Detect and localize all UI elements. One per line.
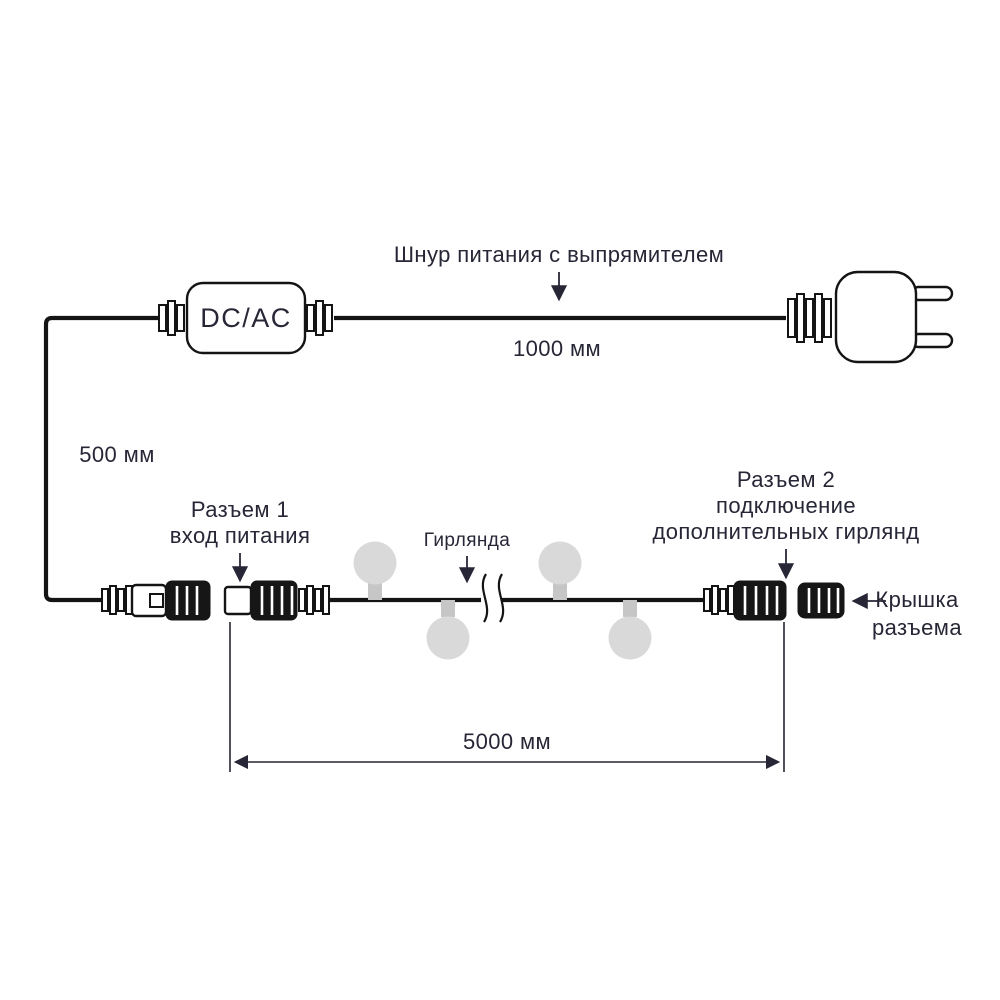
connector1-label-line1: Разъем 1 [191,497,289,522]
connector2-label-line3: дополнительных гирлянд [652,519,919,544]
dcac-box [185,281,307,355]
bulb [538,541,582,585]
connector-nut-ribs [743,586,779,615]
bulb-stem [553,583,567,600]
power-cord-label: Шнур питания с выпрямителем [394,242,724,267]
bulb-stem [623,600,637,617]
garland-string [329,541,704,660]
connector-nut-ribs [260,586,294,615]
plug-body [834,270,918,364]
garland-label: Гирлянда [424,530,511,551]
bulb-down [426,600,470,660]
cap-label-line2: разъема [872,615,962,640]
cable-gland-ribs [101,585,133,615]
connector-nut-ribs [175,586,199,615]
cable-gland-ribs [703,585,735,615]
bulb-up [538,541,582,600]
connector2-label-line1: Разъем 2 [737,467,835,492]
strain-relief-ribs [158,300,185,336]
connector-nut [733,580,787,621]
bulb [608,616,652,660]
bulb [353,541,397,585]
dcac-converter: DC/AC [158,281,333,355]
connector-nut [250,580,298,621]
power-cable-connector-half [101,580,211,621]
connector-1 [223,580,330,621]
bulb-down [608,600,652,660]
bulb-stem [441,600,455,617]
dcac-label: DC/AC [200,303,292,333]
break-symbol [481,573,505,623]
connector-pin [149,593,164,608]
cable-gland-ribs [298,585,330,615]
adapter-cable-length-label: 500 мм [79,442,154,467]
bulb-stem [368,583,382,600]
power-cord-length-label: 1000 мм [513,336,601,361]
strain-relief-ribs [306,300,333,336]
bulb [426,616,470,660]
plug-strain-relief-ribs [787,293,832,343]
connector-tip [223,585,253,616]
garland-length-label: 5000 мм [463,729,551,754]
connector-cap [797,582,845,619]
cap-label-line1: Крышка [875,587,959,612]
connector-2 [703,580,787,621]
adapter-cable-500mm [43,315,159,603]
bulb-up [353,541,397,600]
plug-pin [910,332,954,349]
cap-ribs [807,588,840,613]
eu-plug [787,270,954,364]
dimension-5000mm: 5000 мм [229,622,785,772]
connector2-label-line2: подключение [716,493,856,518]
plug-pin [910,285,954,302]
connector1-label-line2: вход питания [170,523,311,548]
